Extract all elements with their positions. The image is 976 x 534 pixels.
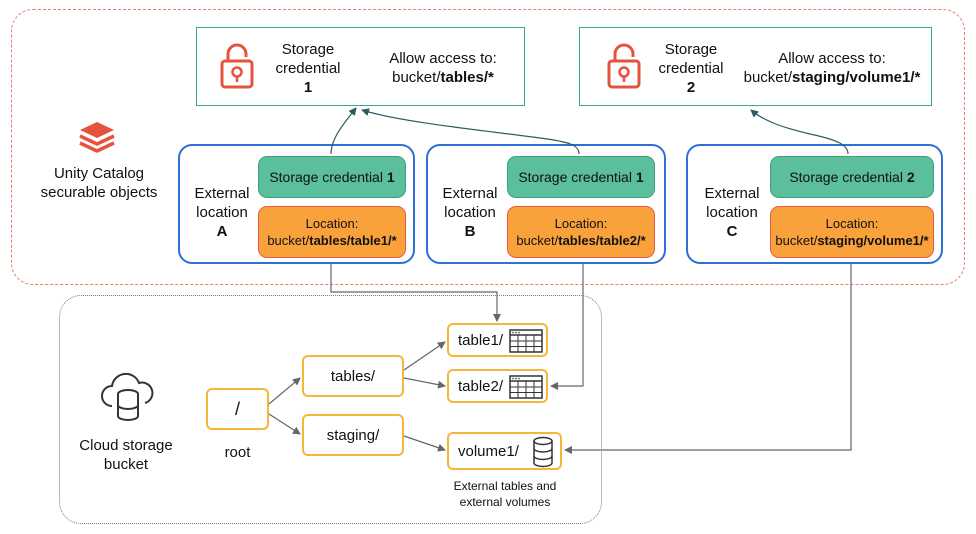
- location-a-path-bold: tables/table1/*: [309, 233, 397, 248]
- external-location-c-label-line2: location: [706, 204, 758, 221]
- folder-tables[interactable]: tables/: [302, 355, 404, 397]
- external-location-c-letter: C: [726, 223, 738, 240]
- location-b-path[interactable]: Location: bucket/tables/table2/*: [507, 206, 655, 258]
- edge-root-tables: [268, 377, 301, 405]
- location-a-credential[interactable]: Storage credential 1: [258, 156, 406, 198]
- location-a-path[interactable]: Location: bucket/tables/table1/*: [258, 206, 406, 258]
- leaf-table1[interactable]: table1/: [447, 323, 548, 357]
- credential-1-number: 1: [303, 79, 313, 96]
- credential-2-access: Allow access to: bucket/staging/volume1/…: [736, 49, 928, 87]
- unity-catalog-label: Unity Catalog securable objects: [18, 164, 180, 202]
- location-c-path-prefix: bucket/: [775, 233, 818, 248]
- external-location-c[interactable]: External location C Storage credential 2…: [686, 144, 943, 264]
- leaf-table2-label: table2/: [458, 377, 504, 395]
- storage-credential-2[interactable]: Storage credential 2 Allow access to: bu…: [579, 27, 932, 106]
- credential-2-path-bold: staging/volume1/*: [792, 69, 921, 86]
- arrow-c-to-volume1: [564, 264, 852, 454]
- location-a-credential-number: 1: [386, 169, 395, 185]
- external-location-b-label-line1: External: [442, 185, 498, 202]
- credential-1-title-line1: Storage: [281, 41, 335, 58]
- unity-catalog-label-line2: securable objects: [40, 184, 158, 201]
- unity-catalog-label-line1: Unity Catalog: [53, 165, 145, 182]
- location-b-location-label: Location:: [554, 216, 608, 231]
- credential-2-title: Storage credential 2: [646, 40, 736, 97]
- location-a-credential-label: Storage credential: [269, 169, 383, 185]
- credential-1-access-label: Allow access to:: [389, 50, 497, 67]
- leaf-volume1-label: volume1/: [458, 442, 519, 460]
- root-node-label: /: [234, 398, 240, 419]
- credential-1-title-line2: credential: [275, 60, 341, 77]
- edge-staging-volume1: [403, 435, 446, 452]
- unity-catalog-region: [11, 9, 965, 285]
- caption-line1: External tables and: [453, 479, 557, 493]
- location-b-path-prefix: bucket/: [516, 233, 559, 248]
- caption-line2: external volumes: [459, 495, 551, 509]
- external-location-c-label: External location C: [692, 184, 772, 241]
- tables-volumes-caption: External tables and external volumes: [430, 478, 580, 510]
- arrow-c-to-credential-2: [750, 109, 849, 155]
- root-node[interactable]: /: [206, 388, 269, 430]
- location-c-location-label: Location:: [825, 216, 879, 231]
- cloud-storage-icon: [101, 372, 154, 421]
- external-location-b-label: External location B: [432, 184, 508, 241]
- leaf-table1-label: table1/: [458, 331, 504, 349]
- credential-1-access: Allow access to: bucket/tables/*: [367, 49, 519, 87]
- location-a-path-prefix: bucket/: [267, 233, 310, 248]
- external-location-b[interactable]: External location B Storage credential 1…: [426, 144, 666, 264]
- leaf-table2[interactable]: table2/: [447, 369, 548, 403]
- cloud-storage-label-line2: bucket: [103, 456, 149, 473]
- external-location-b-letter: B: [464, 223, 476, 240]
- external-location-a-letter: A: [216, 223, 228, 240]
- volume-cylinder-icon: [533, 436, 553, 468]
- location-b-credential[interactable]: Storage credential 1: [507, 156, 655, 198]
- location-b-path-bold: tables/table2/*: [558, 233, 646, 248]
- location-b-credential-label: Storage credential: [518, 169, 632, 185]
- credential-2-access-label: Allow access to:: [778, 50, 886, 67]
- cloud-storage-label-line1: Cloud storage: [79, 437, 173, 454]
- folder-staging-label: staging/: [326, 426, 380, 444]
- edge-tables-table2: [403, 377, 446, 389]
- location-c-credential-label: Storage credential: [789, 169, 903, 185]
- arrow-b-to-credential-1: [361, 108, 580, 155]
- arrow-a-to-table1: [330, 264, 501, 322]
- location-c-credential-number: 2: [906, 169, 915, 185]
- storage-credential-1[interactable]: Storage credential 1 Allow access to: bu…: [196, 27, 525, 106]
- external-location-a[interactable]: External location A Storage credential 1…: [178, 144, 415, 264]
- table-grid-icon: [509, 329, 543, 353]
- location-a-location-label: Location:: [305, 216, 359, 231]
- location-c-credential[interactable]: Storage credential 2: [770, 156, 934, 198]
- credential-2-title-line1: Storage: [664, 41, 718, 58]
- location-b-credential-number: 1: [635, 169, 644, 185]
- credential-2-number: 2: [686, 79, 696, 96]
- location-c-path[interactable]: Location: bucket/staging/volume1/*: [770, 206, 934, 258]
- arrow-a-to-credential-1: [330, 107, 357, 155]
- edge-tables-table1: [403, 341, 446, 371]
- cloud-storage-region: [59, 295, 602, 524]
- external-location-a-label-line2: location: [196, 204, 248, 221]
- external-location-a-label-line1: External: [194, 185, 250, 202]
- folder-tables-label: tables/: [330, 367, 376, 385]
- external-location-c-label-line1: External: [704, 185, 760, 202]
- table-grid-icon: [509, 375, 543, 399]
- credential-1-path-prefix: bucket/: [392, 69, 441, 86]
- location-c-path-bold: staging/volume1/*: [817, 233, 929, 248]
- external-location-a-label: External location A: [184, 184, 260, 241]
- lock-icon: [607, 43, 641, 89]
- credential-2-title-line2: credential: [658, 60, 724, 77]
- lock-icon: [220, 43, 254, 89]
- root-label: root: [224, 444, 251, 461]
- credential-1-title: Storage credential 1: [263, 40, 353, 97]
- credential-1-path-bold: tables/*: [440, 69, 494, 86]
- arrow-b-to-table2: [550, 264, 584, 390]
- folder-staging[interactable]: staging/: [302, 414, 404, 456]
- cloud-storage-label: Cloud storage bucket: [64, 436, 188, 474]
- credential-2-path-prefix: bucket/: [743, 69, 792, 86]
- unity-catalog-layers-icon: [79, 122, 115, 153]
- leaf-volume1[interactable]: volume1/: [447, 432, 562, 470]
- edge-root-staging: [268, 413, 301, 435]
- external-location-b-label-line2: location: [444, 204, 496, 221]
